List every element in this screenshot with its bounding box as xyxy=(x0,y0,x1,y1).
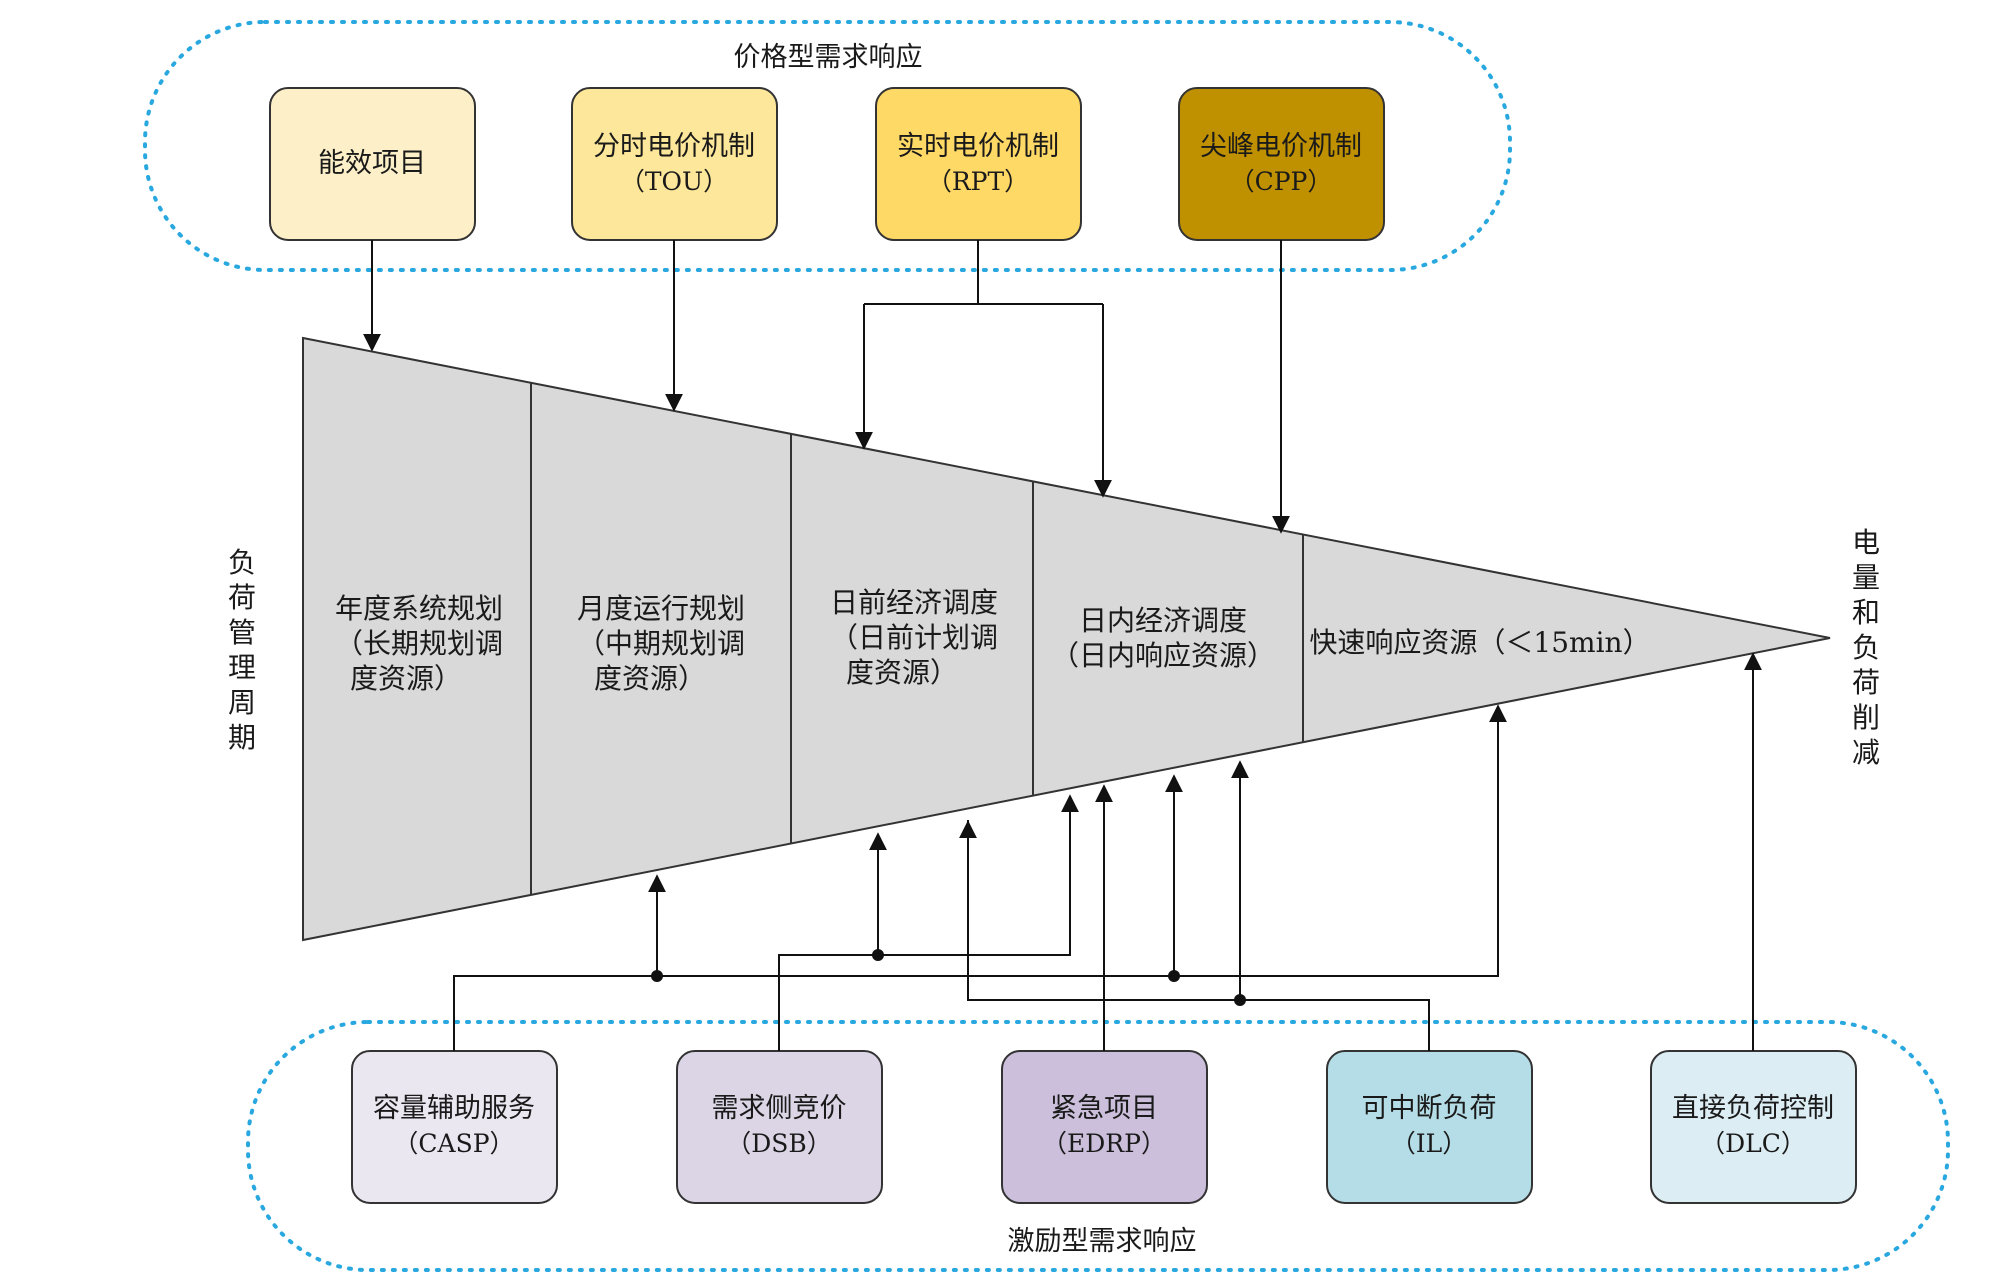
stage-fast-response: 快速响应资源（＜15min） xyxy=(1309,626,1650,659)
svg-text:（RPT）: （RPT） xyxy=(927,167,1029,196)
svg-text:需求侧竞价: 需求侧竞价 xyxy=(712,1093,847,1124)
box-rpt: 实时电价机制 （RPT） xyxy=(875,87,1082,241)
svg-text:（IL）: （IL） xyxy=(1391,1129,1467,1158)
svg-text:容量辅助服务: 容量辅助服务 xyxy=(373,1093,535,1124)
box-tou: 分时电价机制 （TOU） xyxy=(571,87,778,241)
stage-monthly-planning: 月度运行规划 （中期规划调 度资源） xyxy=(577,592,745,695)
right-axis-char: 负 xyxy=(1852,631,1880,664)
box-edrp: 紧急项目 （EDRP） xyxy=(1001,1050,1208,1204)
right-axis-char: 荷 xyxy=(1852,666,1880,699)
price-group-container xyxy=(143,20,1512,272)
box-energy-efficiency: 能效项目 xyxy=(269,87,476,241)
left-axis-char: 管 xyxy=(228,616,256,649)
incentive-group-title: 激励型需求响应 xyxy=(1008,1226,1197,1257)
right-axis-char: 削 xyxy=(1852,701,1880,734)
svg-text:（日内响应资源）: （日内响应资源） xyxy=(1051,639,1275,672)
right-axis-char: 和 xyxy=(1852,596,1880,629)
connector-il xyxy=(967,820,1430,1051)
svg-text:分时电价机制: 分时电价机制 xyxy=(593,131,755,162)
svg-text:紧急项目: 紧急项目 xyxy=(1050,1093,1158,1124)
stage-day-ahead-dispatch: 日前经济调度 （日前计划调 度资源） xyxy=(830,586,998,689)
svg-text:（EDRP）: （EDRP） xyxy=(1042,1129,1166,1158)
right-axis-char: 电 xyxy=(1852,526,1880,559)
left-axis-char: 周 xyxy=(228,686,256,719)
svg-text:可中断负荷: 可中断负荷 xyxy=(1362,1093,1497,1124)
left-axis-char: 期 xyxy=(228,721,256,754)
box-cpp: 尖峰电价机制 （CPP） xyxy=(1178,87,1385,241)
svg-text:（中期规划调: （中期规划调 xyxy=(577,627,745,660)
svg-text:（CASP）: （CASP） xyxy=(393,1129,514,1158)
left-axis-char: 负 xyxy=(228,546,256,579)
svg-text:年度系统规划: 年度系统规划 xyxy=(335,592,503,625)
svg-text:日前经济调度: 日前经济调度 xyxy=(830,586,998,619)
stage-intraday-dispatch: 日内经济调度 （日内响应资源） xyxy=(1051,604,1275,672)
svg-text:度资源）: 度资源） xyxy=(350,662,462,695)
incentive-group-container xyxy=(246,1020,1950,1272)
svg-text:快速响应资源（＜15min）: 快速响应资源（＜15min） xyxy=(1309,626,1650,659)
junction-dot xyxy=(651,970,663,982)
svg-text:度资源）: 度资源） xyxy=(846,656,958,689)
svg-text:日内经济调度: 日内经济调度 xyxy=(1079,604,1247,637)
right-axis-char: 减 xyxy=(1852,736,1880,769)
svg-text:月度运行规划: 月度运行规划 xyxy=(577,592,745,625)
svg-text:（DSB）: （DSB） xyxy=(726,1129,832,1158)
junction-dot xyxy=(1168,970,1180,982)
management-funnel xyxy=(302,336,1831,942)
left-axis-char: 荷 xyxy=(228,581,256,614)
svg-text:尖峰电价机制: 尖峰电价机制 xyxy=(1200,131,1362,162)
box-dlc: 直接负荷控制 （DLC） xyxy=(1650,1050,1857,1204)
box-casp: 容量辅助服务 （CASP） xyxy=(351,1050,558,1204)
svg-text:度资源）: 度资源） xyxy=(594,662,706,695)
svg-text:（长期规划调: （长期规划调 xyxy=(335,627,503,660)
svg-text:（日前计划调: （日前计划调 xyxy=(830,621,998,654)
svg-text:（TOU）: （TOU） xyxy=(620,167,728,196)
svg-text:直接负荷控制: 直接负荷控制 xyxy=(1672,1093,1834,1124)
stage-annual-planning: 年度系统规划 （长期规划调 度资源） xyxy=(335,592,503,695)
box-dsb: 需求侧竞价 （DSB） xyxy=(676,1050,883,1204)
connector-casp xyxy=(453,708,1499,1051)
price-group-title: 价格型需求响应 xyxy=(734,42,923,73)
right-axis-char: 量 xyxy=(1852,561,1880,594)
left-axis-char: 理 xyxy=(228,651,256,684)
svg-text:（CPP）: （CPP） xyxy=(1230,167,1333,196)
box-il: 可中断负荷 （IL） xyxy=(1326,1050,1533,1204)
svg-text:（DLC）: （DLC） xyxy=(1700,1129,1806,1158)
junction-dot xyxy=(872,949,884,961)
junction-dot xyxy=(1234,994,1246,1006)
svg-text:能效项目: 能效项目 xyxy=(318,148,426,179)
connector-dsb xyxy=(778,810,1071,1051)
svg-text:实时电价机制: 实时电价机制 xyxy=(897,131,1059,162)
